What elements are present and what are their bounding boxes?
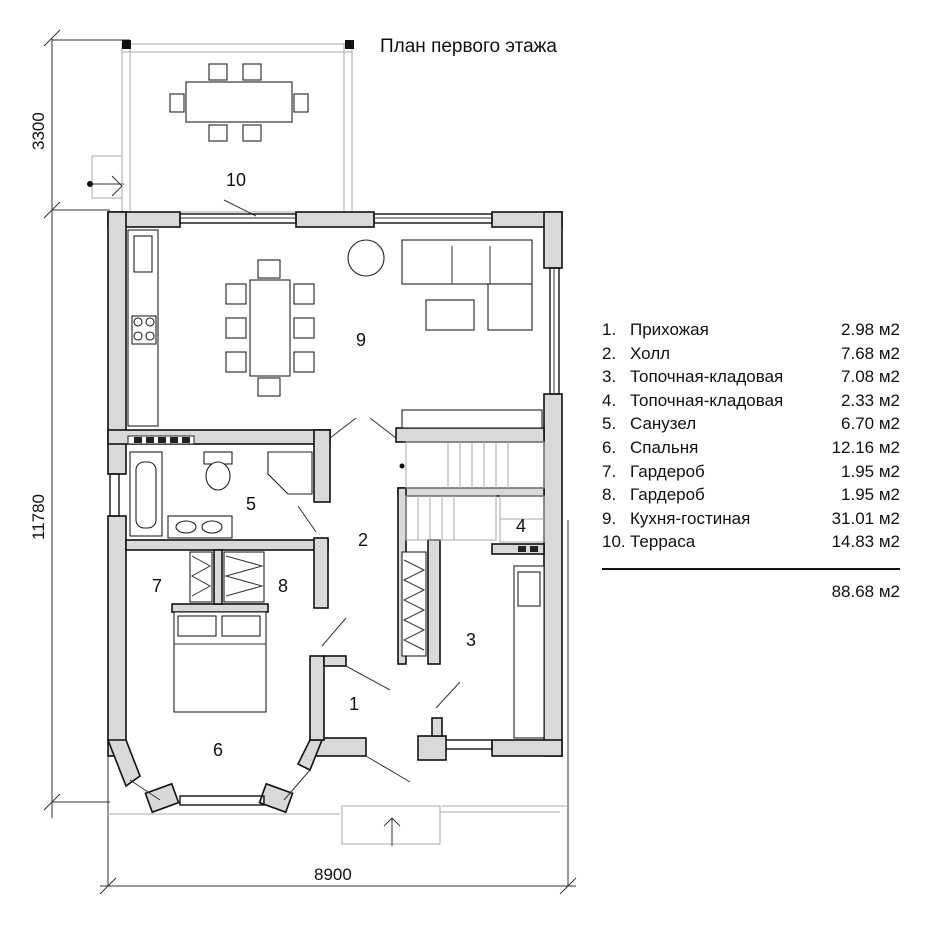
room-number-4: 4: [516, 516, 526, 536]
room-number-6: 6: [213, 740, 223, 760]
room-number-7: 7: [152, 576, 162, 596]
legend-num: 4.: [602, 390, 617, 410]
legend-name: Кухня-гостиная: [630, 508, 751, 528]
legend-row: 6. Спальня 12.16 м2: [602, 436, 900, 460]
room-number-5: 5: [246, 494, 256, 514]
exterior-walls: [106, 211, 563, 814]
legend-area: 2.33 м2: [841, 390, 900, 410]
legend-area: 1.95 м2: [841, 461, 900, 481]
dimension-lines: [43, 29, 577, 895]
legend-area: 7.08 м2: [841, 367, 900, 387]
legend-num: 1.: [602, 320, 617, 339]
legend-name: Топочная-кладовая: [630, 390, 784, 410]
dining-table: [225, 259, 315, 397]
legend-num: 6.: [602, 437, 617, 457]
dim-terrace-depth: 3300: [29, 112, 48, 150]
legend-row: 8. Гардероб 1.95 м2: [602, 483, 900, 507]
legend-row: 2. Холл 7.68 м2: [602, 342, 900, 366]
legend-num: 7.: [602, 461, 617, 481]
legend-name: Санузел: [630, 414, 697, 434]
legend-num: 9.: [602, 508, 617, 528]
interior-walls: [107, 427, 545, 761]
windows: [109, 213, 560, 806]
terrace: [87, 40, 354, 217]
legend-num: 5.: [602, 414, 617, 434]
total-area: 88.68 м2: [831, 581, 900, 601]
legend-area: 31.01 м2: [831, 508, 900, 528]
legend-name: Спальня: [630, 437, 699, 457]
legend-area: 14.83 м2: [831, 532, 900, 552]
utility-furniture: [499, 495, 545, 739]
kitchen-furniture: [127, 229, 195, 445]
legend-row: 9. Кухня-гостиная 31.01 м2: [602, 507, 900, 531]
legend-name: Холл: [630, 343, 671, 363]
entrance-steps: [108, 755, 568, 846]
room-number-2: 2: [358, 530, 368, 550]
wardrobes: [189, 551, 427, 657]
bathroom-fixtures: [129, 451, 317, 539]
legend-name: Гардероб: [630, 485, 705, 505]
legend-name: Топочная-кладовая: [630, 367, 784, 387]
plan-title: План первого этажа: [380, 36, 557, 57]
legend-row: 4. Топочная-кладовая 2.33 м2: [602, 389, 900, 413]
legend-row: 7. Гардероб 1.95 м2: [602, 460, 900, 484]
dim-house-depth: 11780: [29, 494, 48, 540]
legend-divider: [602, 567, 900, 570]
legend-area: 1.95 м2: [841, 485, 900, 505]
room-number-1: 1: [349, 694, 359, 714]
room-numbers: 1 2 3 4 5 6 7 8 9 10: [152, 170, 526, 760]
legend-row: 10.Терраса 14.83 м2: [602, 530, 900, 554]
room-legend: 1. Прихожая 2.98 м2 2. Холл 7.68 м2 3. Топочн…: [602, 318, 900, 602]
legend-area: 12.16 м2: [831, 437, 900, 457]
room-number-3: 3: [466, 630, 476, 650]
room-number-8: 8: [278, 576, 288, 596]
legend-name: Гардероб: [630, 461, 705, 481]
bedroom-furniture: [173, 611, 391, 713]
legend-row: 3. Топочная-кладовая 7.08 м2: [602, 365, 900, 389]
room-number-9: 9: [356, 330, 366, 350]
dim-house-width: 8900: [314, 865, 352, 884]
legend-num: 3.: [602, 367, 617, 387]
staircase: [399, 441, 545, 709]
legend-area: 6.70 м2: [841, 414, 900, 434]
legend-num: 2.: [602, 343, 617, 363]
room-number-10: 10: [226, 170, 246, 190]
legend-row: 1. Прихожая 2.98 м2: [602, 318, 900, 342]
legend-num: 10.: [602, 532, 626, 552]
legend-name: Прихожая: [630, 320, 709, 339]
legend-num: 8.: [602, 485, 617, 505]
legend-area: 2.98 м2: [841, 320, 900, 339]
legend-row: 5. Санузел 6.70 м2: [602, 412, 900, 436]
living-furniture: [329, 239, 543, 439]
legend-area: 7.68 м2: [841, 343, 900, 363]
legend-name: Терраса: [630, 532, 696, 552]
